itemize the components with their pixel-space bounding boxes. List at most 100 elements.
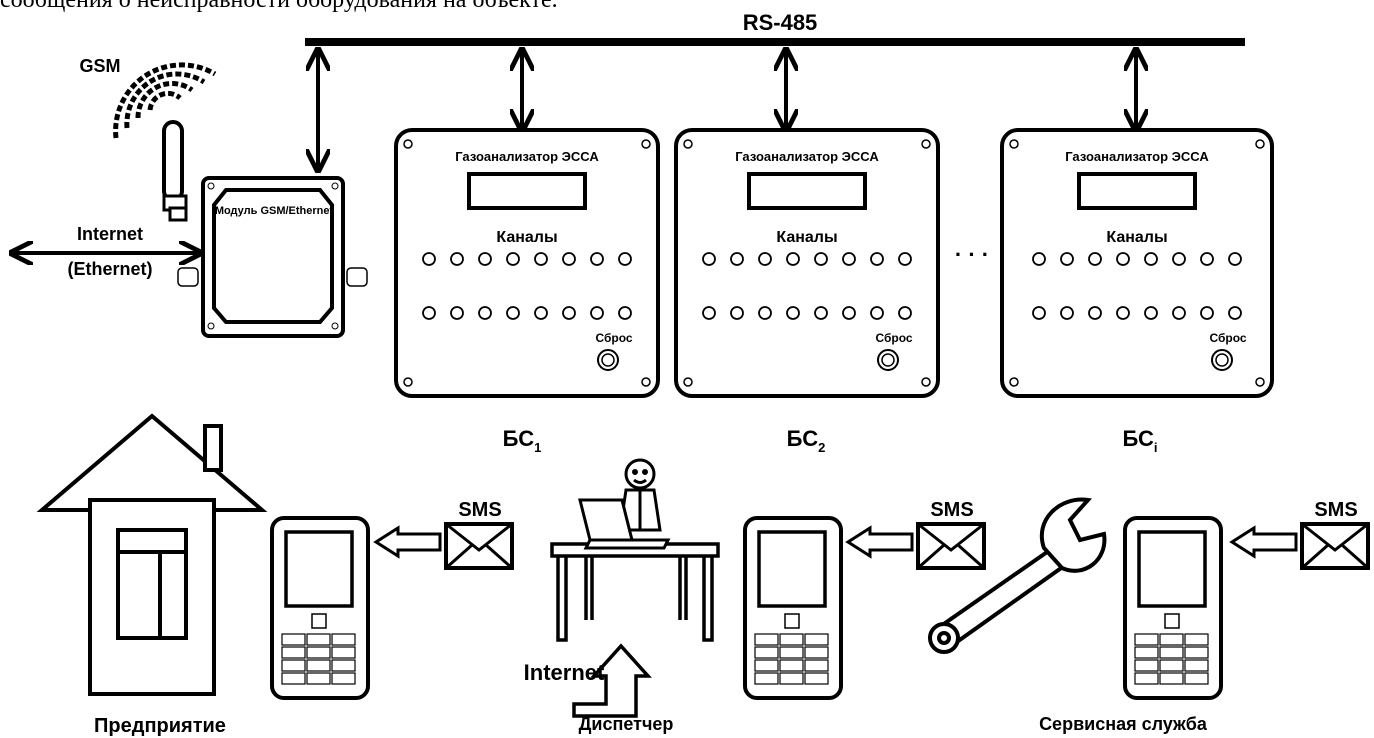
- channel-led: [1060, 306, 1074, 320]
- channel-led: [618, 306, 632, 320]
- reset-label: Сброс: [875, 331, 912, 345]
- channel-led: [1172, 306, 1186, 320]
- phone-key: [281, 659, 306, 672]
- antenna-icon: [162, 120, 188, 222]
- channel-led: [1116, 252, 1130, 266]
- phone-key: [331, 633, 356, 646]
- channel-led: [786, 306, 800, 320]
- panel-body: [1000, 128, 1274, 398]
- phone-key: [779, 633, 804, 646]
- channel-led: [450, 252, 464, 266]
- phone-key: [1134, 646, 1159, 659]
- channel-led: [1228, 306, 1242, 320]
- channel-led: [898, 252, 912, 266]
- channel-led: [590, 252, 604, 266]
- screw: [1255, 377, 1265, 387]
- phone-key: [1159, 646, 1184, 659]
- channels-label: Каналы: [496, 229, 557, 246]
- phone-key: [1159, 633, 1184, 646]
- phone-key: [306, 659, 331, 672]
- phone-key: [331, 646, 356, 659]
- screw: [1009, 377, 1019, 387]
- reset-button-inner: [601, 353, 615, 367]
- channel-led: [618, 252, 632, 266]
- screw: [683, 377, 693, 387]
- sms-notification: SMS: [373, 499, 514, 570]
- phone-key: [804, 659, 829, 672]
- channel-led: [758, 306, 772, 320]
- phone-key: [779, 659, 804, 672]
- phone-key: [331, 659, 356, 672]
- channel-led: [1032, 306, 1046, 320]
- ethernet-label: (Ethernet): [68, 259, 153, 279]
- bs-label: БС1: [503, 426, 542, 455]
- phone-key: [1184, 633, 1209, 646]
- channel-led: [898, 306, 912, 320]
- gas-analyzers: Газоанализатор ЭССАКаналыСбросБС1Газоана…: [394, 128, 1274, 455]
- screw: [683, 139, 693, 149]
- screw: [641, 139, 651, 149]
- panel-title: Газоанализатор ЭССА: [1065, 149, 1209, 164]
- phone-key: [1184, 672, 1209, 685]
- phone-key: [281, 633, 306, 646]
- bs-subscript: 1: [534, 440, 541, 455]
- channel-led: [562, 306, 576, 320]
- reset-label: Сброс: [595, 331, 632, 345]
- channel-led: [422, 252, 436, 266]
- channel-led: [1060, 252, 1074, 266]
- phone-key: [1134, 672, 1159, 685]
- module-label: Модуль GSM/Ethernet: [215, 205, 334, 217]
- envelope-flap: [445, 522, 513, 570]
- sms-label: SMS: [458, 499, 501, 521]
- channel-led: [814, 252, 828, 266]
- channel-led: [702, 306, 716, 320]
- channel-led: [1032, 252, 1046, 266]
- channel-led: [478, 252, 492, 266]
- screw: [1255, 139, 1265, 149]
- gsm-label: GSM: [79, 56, 120, 76]
- panel-title: Газоанализатор ЭССА: [735, 149, 879, 164]
- phone-key: [779, 646, 804, 659]
- panel-title: Газоанализатор ЭССА: [455, 149, 599, 164]
- channel-led: [1200, 306, 1214, 320]
- channel-led: [562, 252, 576, 266]
- phone-key: [1134, 633, 1159, 646]
- channel-led: [1116, 306, 1130, 320]
- channel-led: [1144, 306, 1158, 320]
- phone-screen: [284, 530, 354, 608]
- panel-display: [1077, 172, 1197, 210]
- phone-key: [1159, 659, 1184, 672]
- phone-key: [754, 659, 779, 672]
- channel-led: [422, 306, 436, 320]
- channel-led: [870, 252, 884, 266]
- bs-label: БС2: [787, 426, 826, 455]
- rs485-bus: [305, 38, 1245, 46]
- reset-button: [877, 349, 899, 371]
- channel-led: [786, 252, 800, 266]
- screw: [403, 377, 413, 387]
- arrow-icon: [373, 525, 442, 559]
- arrow-icon: [845, 525, 914, 559]
- channel-led: [702, 252, 716, 266]
- wrench-icon: [928, 497, 1107, 654]
- phones: [270, 516, 1223, 700]
- phone-screen: [1137, 530, 1207, 608]
- phone-screen: [757, 530, 827, 608]
- service-label: Сервисная служба: [1039, 714, 1208, 734]
- phone-key: [306, 672, 331, 685]
- channel-led: [842, 306, 856, 320]
- phone-key: [804, 633, 829, 646]
- phone-icon: [1123, 516, 1223, 700]
- panel-body: [674, 128, 940, 398]
- bs-subscript: 2: [818, 440, 825, 455]
- internet-label: Internet: [77, 224, 143, 244]
- bus-label: RS-485: [743, 10, 818, 35]
- reset-label: Сброс: [1209, 331, 1246, 345]
- reset-button-inner: [1215, 353, 1229, 367]
- phone-key: [779, 672, 804, 685]
- phone-key: [1164, 613, 1180, 629]
- phone-key: [281, 646, 306, 659]
